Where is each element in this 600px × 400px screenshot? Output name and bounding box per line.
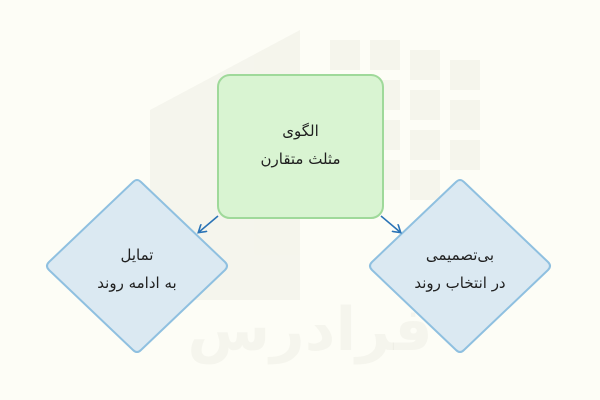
left-node-line1: تمایل xyxy=(120,246,154,264)
top-node-box xyxy=(217,74,384,219)
right-node-diamond xyxy=(369,179,551,353)
left-node-label: تمایل به ادامه روند xyxy=(57,241,217,297)
left-node-diamond xyxy=(46,179,228,353)
right-node-line1: بی‌تصمیمی xyxy=(425,246,495,264)
top-node-line1: الگوی xyxy=(282,122,319,140)
top-node-line2: مثلث متقارن xyxy=(260,150,341,168)
watermark-text: فرادرس xyxy=(187,295,433,365)
arrow-to-left-node xyxy=(199,215,219,232)
right-node-label: بی‌تصمیمی در انتخاب روند xyxy=(380,241,540,297)
left-node-line2: به ادامه روند xyxy=(97,274,177,292)
top-node-label: الگوی مثلث متقارن xyxy=(218,117,383,173)
arrow-to-right-node xyxy=(380,215,400,232)
right-node-line2: در انتخاب روند xyxy=(414,274,506,292)
